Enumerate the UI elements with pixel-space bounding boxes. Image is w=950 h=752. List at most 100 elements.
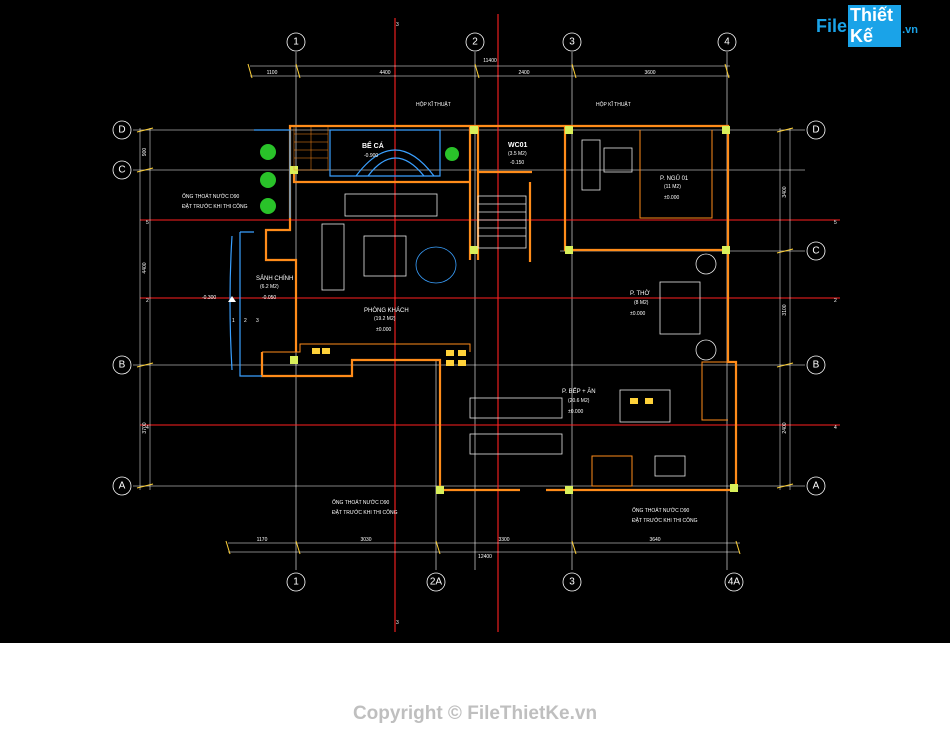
sofa — [344, 193, 438, 217]
aquarium-curve-2 — [367, 157, 425, 177]
red-axis-label-5-right: 5 — [834, 220, 837, 226]
kitchen-island — [619, 389, 671, 423]
level-aquarium: -0.900 — [364, 153, 378, 159]
dim-bottom-seg-3: 3300 — [498, 537, 509, 543]
dim-left-seg-2: 4400 — [142, 262, 148, 273]
grid-bubble-labels: 1 2 3 4 1 2A 3 4A D C B A D C B A — [118, 37, 819, 588]
grid-label-bottom-3: 3 — [569, 577, 575, 588]
dim-top-total: 11400 — [483, 58, 497, 64]
dining-chairs-top — [469, 397, 563, 419]
label-kitchen: P. BẾP + ĂN — [562, 388, 596, 395]
furniture — [321, 139, 717, 477]
coffee-table — [363, 235, 407, 277]
plant-2 — [260, 172, 276, 188]
level-bedroom: ±0.000 — [664, 195, 679, 201]
plants — [260, 144, 459, 214]
stair-step-2: 2 — [244, 318, 247, 324]
grid-label-bottom-4a: 4A — [728, 577, 741, 588]
wall-outer-bottom-left — [260, 352, 520, 492]
wc-fixture — [581, 139, 601, 191]
level-lobby: -0.050 — [262, 295, 276, 301]
dim-top-seg-2: 4400 — [379, 70, 390, 76]
site-logo: File Thiết Kế .vn — [812, 5, 922, 47]
grid-label-top-1: 1 — [293, 37, 299, 48]
grid-label-right-c: C — [812, 246, 819, 257]
dim-right-seg-2: 3100 — [782, 304, 788, 315]
brick-pattern — [293, 125, 329, 171]
plant-4 — [445, 147, 459, 161]
window-marks — [312, 348, 653, 404]
grid-label-bottom-1: 1 — [293, 577, 299, 588]
wall-wc-right — [563, 126, 600, 252]
stair-step-3: 3 — [256, 318, 259, 324]
grid-label-top-4: 4 — [724, 37, 730, 48]
armchair-left — [321, 223, 345, 291]
dim-right-seg-1: 3400 — [782, 186, 788, 197]
red-axis-label-2-left: 2 — [146, 298, 149, 304]
label-hop-kt-1: HỘP KĨ THUẬT — [416, 101, 451, 108]
stairs — [477, 195, 527, 249]
area-altar-room: (8 M2) — [634, 300, 649, 306]
stove — [654, 455, 686, 477]
grid-label-left-d: D — [118, 125, 125, 136]
label-hop-kt-2: HỘP KĨ THUẬT — [596, 101, 631, 108]
red-axis-label-5-left: 5 — [146, 220, 149, 226]
label-bedroom: P. NGỦ 01 — [660, 175, 689, 182]
grid-label-right-a: A — [813, 481, 820, 492]
altar-chair-2 — [695, 339, 717, 361]
aquarium-outline — [329, 129, 441, 177]
grid-label-top-2: 2 — [472, 37, 478, 48]
logo-part-file: File — [816, 15, 848, 36]
red-axis-label-bottom: 3 — [396, 620, 399, 626]
label-living-room: PHÒNG KHÁCH — [364, 307, 409, 314]
level-exterior: -0.300 — [202, 295, 216, 301]
stair-step-1: 1 — [232, 318, 235, 324]
water-features — [229, 129, 441, 377]
plant-3 — [260, 198, 276, 214]
dim-right-seg-3: 2400 — [782, 422, 788, 433]
area-kitchen: (20.6 M2) — [568, 398, 590, 404]
label-drain-2-line1: ỐNG THOÁT NƯỚC D90 — [332, 499, 389, 506]
logo-part-vn: .vn — [902, 24, 918, 36]
wall-lobby — [264, 170, 298, 352]
red-axis-label-2-right: 2 — [834, 298, 837, 304]
annotations: HỘP KĨ THUẬT HỘP KĨ THUẬT BỂ CÁ -0.900 W… — [182, 101, 698, 524]
wall-bedroom-inner — [639, 130, 713, 219]
level-altar-room: ±0.000 — [630, 311, 645, 317]
copyright-text: Copyright © FileThietKe.vn — [352, 703, 598, 724]
dimension-lines — [139, 65, 791, 553]
level-wc: -0.150 — [510, 160, 524, 166]
red-axis-labels: 3 3 5 2 4 5 2 4 — [146, 22, 837, 626]
lobby-curve — [229, 235, 233, 371]
wardrobe — [603, 147, 633, 173]
area-living-room: (19.2 M2) — [374, 316, 396, 322]
dim-bottom-total: 12400 — [478, 554, 492, 560]
area-bedroom: (11 M2) — [664, 184, 681, 190]
planter-edge — [254, 129, 291, 218]
grid-label-right-d: D — [812, 125, 819, 136]
label-drain-2-line2: ĐẶT TRƯỚC KHI THI CÔNG — [332, 509, 398, 516]
label-drain-3-line1: ỐNG THOÁT NƯỚC D90 — [632, 507, 689, 514]
logo-part-thietke: Thiết Kế — [848, 5, 902, 47]
label-wc: WC01 — [508, 142, 528, 149]
label-altar-room: P. THỜ — [630, 290, 650, 297]
dimension-ticks — [136, 63, 794, 555]
level-markers — [228, 296, 236, 302]
wall-kitchen-counter — [701, 361, 728, 421]
label-drain-3-line2: ĐẶT TRƯỚC KHI THI CÔNG — [632, 517, 698, 524]
grid-bubbles — [112, 32, 826, 592]
plant-1 — [260, 144, 276, 160]
lobby-outline — [239, 231, 262, 377]
dim-bottom-seg-2: 3030 — [360, 537, 371, 543]
grid-label-left-c: C — [118, 165, 125, 176]
red-axis-label-4-right: 4 — [834, 425, 837, 431]
dim-top-seg-3: 2400 — [518, 70, 529, 76]
grid-label-bottom-2a: 2A — [430, 577, 443, 588]
grid-label-left-b: B — [119, 360, 126, 371]
floor-plan-drawing: 11400 1100 4400 2400 3600 12400 1170 303… — [112, 14, 840, 632]
dining-chairs-bottom — [469, 433, 563, 455]
grid-label-top-3: 3 — [569, 37, 575, 48]
wall-stair-left — [468, 126, 480, 260]
level-living-room: ±0.000 — [376, 327, 391, 333]
area-wc: (3.5 M2) — [508, 151, 527, 157]
